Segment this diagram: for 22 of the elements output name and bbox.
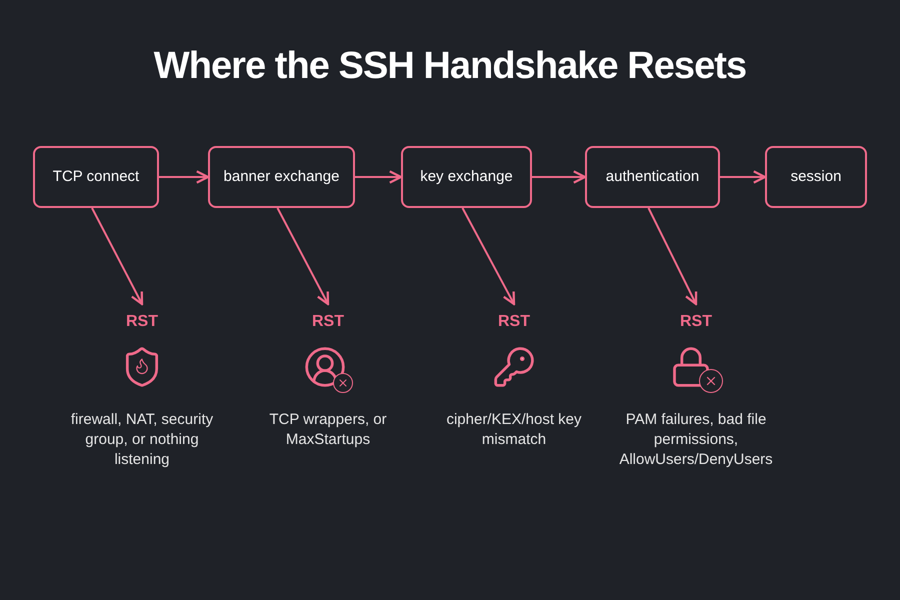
cause-description: TCP wrappers, or MaxStartups <box>268 410 388 450</box>
process-box: banner exchange <box>208 146 355 208</box>
reset-label: RST <box>666 308 726 336</box>
reset-label: RST <box>298 308 358 336</box>
cause-description: firewall, NAT, security group, or nothing listening <box>70 410 214 470</box>
reset-label: RST <box>484 308 544 336</box>
arrow <box>462 208 516 306</box>
arrow <box>648 208 698 306</box>
title: Where the SSH Handshake Resets <box>152 44 748 89</box>
arrow <box>532 170 586 184</box>
arrow <box>720 170 766 184</box>
cause-description: PAM failures, bad file permissions, AllowUsers/DenyUsers <box>618 410 774 470</box>
process-box: session <box>765 146 867 208</box>
arrow <box>159 170 210 184</box>
process-box: TCP connect <box>33 146 159 208</box>
arrow <box>276 208 330 306</box>
arrow <box>355 170 402 184</box>
process-box: key exchange <box>401 146 532 208</box>
cause-description: cipher/KEX/host key mismatch <box>445 410 583 450</box>
process-box: authentication <box>585 146 720 208</box>
arrow <box>91 208 144 306</box>
reset-label: RST <box>112 308 172 336</box>
